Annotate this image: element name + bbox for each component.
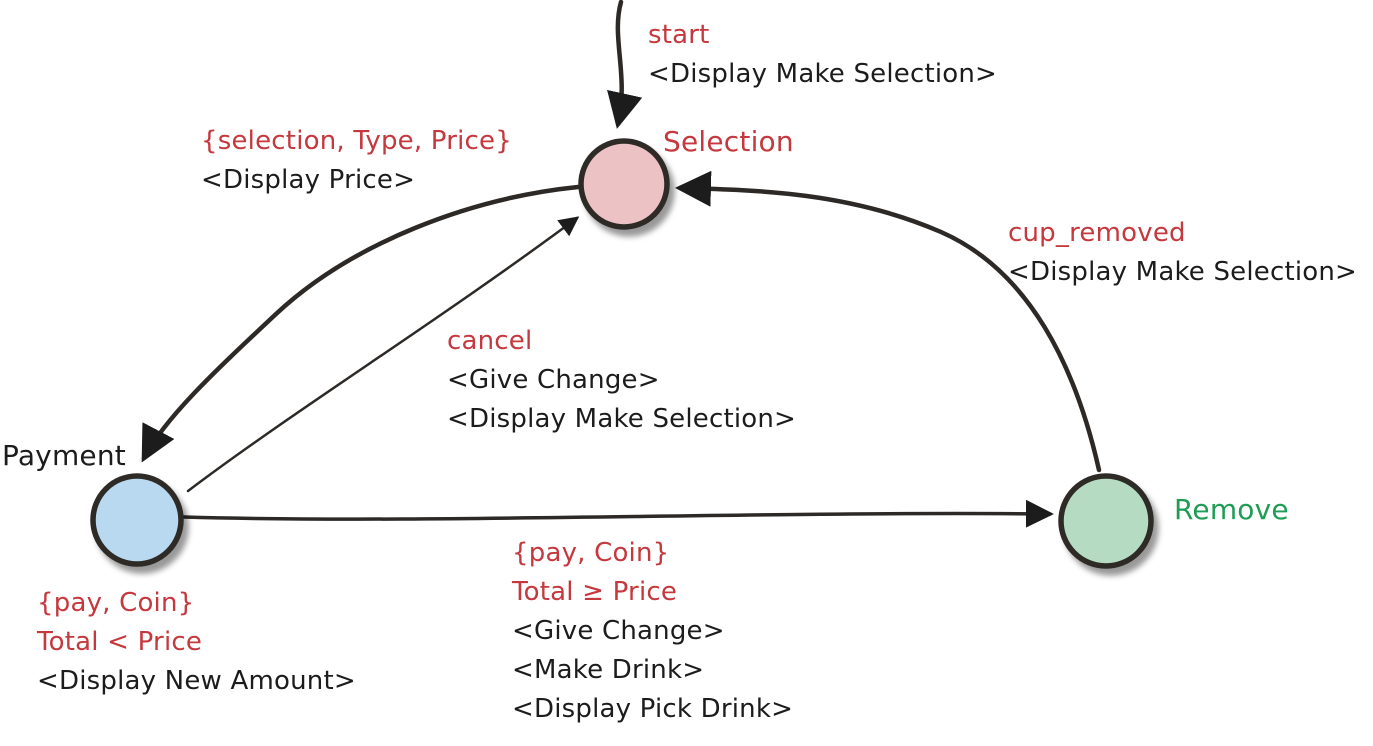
cup-removed-action-text: <Display Make Selection> <box>1008 257 1358 287</box>
cancel-payment-to-selection-arrow <box>186 216 580 493</box>
start-action-text: <Display Make Selection> <box>648 59 998 89</box>
pay-insufficient-event-text: {pay, Coin} <box>37 588 195 618</box>
start-event-text: start <box>648 20 710 50</box>
select-drink-event-text: {selection, Type, Price} <box>201 126 512 156</box>
cup-removed-transition-label: cup_removed <Display Make Selection> <box>1008 214 1357 292</box>
pay-insufficient-transition-label: {pay, Coin} Total < Price <Display New A… <box>37 584 356 701</box>
start-transition-label: start <Display Make Selection> <box>648 16 997 94</box>
cancel-action1-text: <Give Change> <box>447 365 660 395</box>
remove-state-label: Remove <box>1174 493 1289 526</box>
payment-state-node <box>90 473 184 567</box>
pay-sufficient-action1-text: <Give Change> <box>512 616 725 646</box>
pay-sufficient-action2-text: <Make Drink> <box>512 655 705 685</box>
pay-sufficient-event-text: {pay, Coin} <box>512 538 670 568</box>
pay-sufficient-action3-text: <Display Pick Drink> <box>512 694 794 724</box>
selection-state-node <box>578 138 670 230</box>
cancel-transition-label: cancel <Give Change> <Display Make Selec… <box>447 322 796 439</box>
select-drink-transition-label: {selection, Type, Price} <Display Price> <box>201 122 512 200</box>
cancel-action2-text: <Display Make Selection> <box>447 404 797 434</box>
remove-to-selection-arrow <box>674 170 1102 473</box>
pay-insufficient-action-text: <Display New Amount> <box>37 666 356 696</box>
pay-insufficient-guard-text: Total < Price <box>37 627 203 657</box>
selection-to-payment-arrow <box>141 184 581 463</box>
payment-to-remove-arrow <box>182 499 1054 528</box>
remove-state-node <box>1058 473 1154 569</box>
pay-sufficient-guard-text: Total ≥ Price <box>512 577 678 607</box>
payment-state-label: Payment <box>2 439 126 472</box>
select-drink-action-text: <Display Price> <box>201 165 416 195</box>
pay-sufficient-transition-label: {pay, Coin} Total ≥ Price <Give Change> … <box>512 534 793 729</box>
cancel-event-text: cancel <box>447 326 533 356</box>
start-transition-arrow <box>607 0 643 129</box>
cup-removed-event-text: cup_removed <box>1008 218 1186 248</box>
selection-state-label: Selection <box>663 125 794 158</box>
